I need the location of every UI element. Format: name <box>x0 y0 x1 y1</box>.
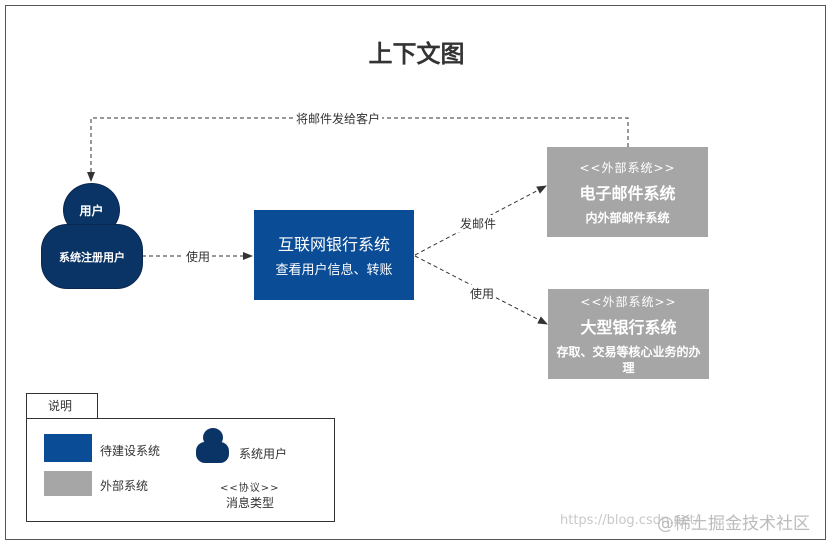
bank-system-description: 查看用户信息、转账 <box>275 263 393 278</box>
legend-label-to-build: 待建设系统 <box>100 444 161 458</box>
legend-label-system-user: 系统用户 <box>239 447 288 461</box>
diagram-frame <box>5 5 826 540</box>
core-banking-system-box: <<外部系统>> 大型银行系统 存取、交易等核心业务的办理 <box>548 289 709 379</box>
edge-bank-to-core <box>414 255 548 325</box>
edge-label-bank-to-email: 发邮件 <box>458 215 499 232</box>
internet-banking-system-box: 互联网银行系统 查看用户信息、转账 <box>254 210 414 300</box>
edge-label-email-to-user: 将邮件发给客户 <box>294 110 383 127</box>
legend-swatch-external <box>44 471 92 496</box>
legend-tab: 说明 <box>26 393 98 419</box>
legend-label-message-type: 消息类型 <box>226 496 275 510</box>
email-system-stereotype: <<外部系统>> <box>579 160 676 175</box>
watermark-url: https://blog.csdn.net/ <box>560 513 700 528</box>
diagram-title: 上下文图 <box>368 40 465 68</box>
edge-label-bank-to-core: 使用 <box>468 285 497 302</box>
legend-user-body-icon <box>196 442 229 463</box>
core-system-description: 存取、交易等核心业务的办理 <box>556 344 701 375</box>
core-system-stereotype: <<外部系统>> <box>580 294 677 309</box>
edge-bank-to-email <box>414 185 547 256</box>
user-body: 系统注册用户 <box>41 224 143 289</box>
email-system-name: 电子邮件系统 <box>579 183 676 203</box>
legend-swatch-to-build <box>44 434 92 462</box>
watermark-brand: @稀土掘金技术社区 <box>657 514 810 534</box>
bank-system-name: 互联网银行系统 <box>277 235 390 254</box>
core-system-name: 大型银行系统 <box>580 317 677 337</box>
email-system-description: 内外部邮件系统 <box>585 210 670 225</box>
legend-label-external: 外部系统 <box>100 479 149 493</box>
edge-label-user-to-bank: 使用 <box>184 248 213 265</box>
legend-label-protocol: <<协议>> <box>220 479 280 494</box>
email-system-box: <<外部系统>> 电子邮件系统 内外部邮件系统 <box>547 147 708 237</box>
